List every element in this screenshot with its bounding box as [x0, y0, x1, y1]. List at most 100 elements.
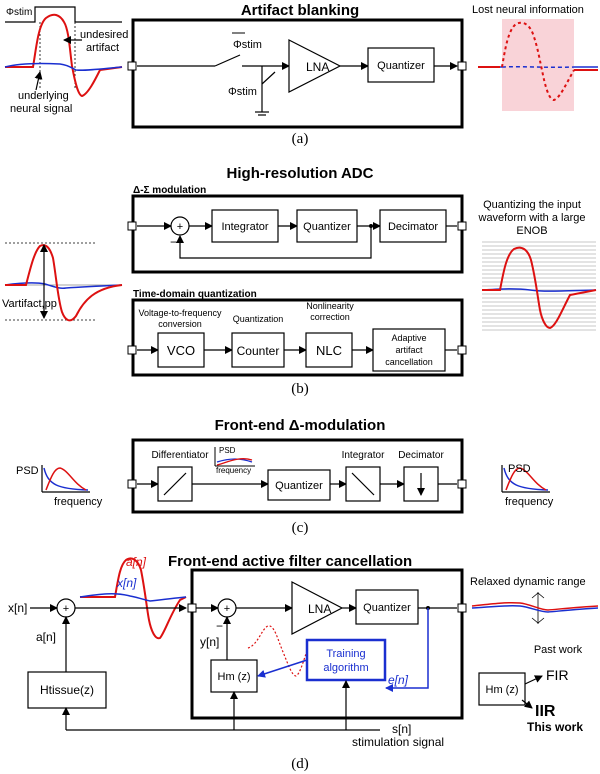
nlc-label: NLC: [316, 343, 342, 358]
time-domain-label: Time-domain quantization: [133, 289, 257, 300]
ds-output-port: [457, 221, 467, 231]
ds-quantizer-label: Quantizer: [303, 221, 351, 233]
v2f-label-2: conversion: [158, 319, 202, 329]
v-artifact-label: Vartifact,pp: [2, 298, 57, 310]
d-quantizer-label: Quantizer: [363, 602, 411, 614]
stimulation-signal-label: stimulation signal: [352, 735, 444, 749]
training-label-2: algorithm: [323, 662, 368, 674]
nonlin-label-2: correction: [310, 312, 350, 322]
iir-label: IIR: [535, 703, 556, 720]
caption-d: (d): [291, 756, 309, 772]
td-output-port: [457, 345, 467, 355]
c-quantizer-box: [267, 469, 331, 501]
y-n-label: y[n]: [200, 635, 219, 649]
quantization-levels: [482, 241, 596, 331]
ds-minus: −: [170, 235, 177, 249]
panel-c-box: [131, 438, 464, 514]
ds-quantizer-box: [296, 209, 358, 243]
artifact-amplitude-waveform: [4, 242, 123, 322]
nlc-box: [305, 332, 353, 368]
panel-b-title: High-resolution ADC: [227, 165, 374, 182]
neural-signal-label: neural signal: [10, 103, 72, 115]
panel-d-title: Front-end active filter cancellation: [168, 553, 412, 570]
quantizing-label-1: Quantizing the input: [483, 199, 581, 211]
c-decimator-label: Decimator: [398, 450, 444, 461]
delta-sigma-box: [131, 194, 464, 274]
adaptive-label-2: artifact: [395, 345, 423, 355]
quantizing-label-2: waveform with a large: [478, 212, 586, 224]
undesired-label: undesired: [80, 29, 128, 41]
h-m-label: Hm (z): [218, 671, 251, 683]
lna-triangle: [288, 39, 342, 93]
underlying-label: underlying: [18, 90, 69, 102]
d-quantizer-box: [355, 589, 419, 625]
this-work-label: This work: [527, 720, 583, 734]
error-feedback-line: [385, 608, 429, 692]
ds-input-port: [127, 221, 137, 231]
blanking-switch: [214, 54, 241, 67]
minus-sign: −: [216, 619, 223, 633]
ds-plus: +: [177, 221, 183, 233]
panel-d-box: [190, 568, 464, 720]
a-n-red-label: a[n]: [126, 555, 147, 569]
d-output-port: [457, 603, 467, 613]
s-n-label: s[n]: [392, 722, 411, 736]
psd-plot-left: [41, 465, 90, 493]
panel-c-title: Front-end Δ-modulation: [215, 417, 386, 434]
caption-c: (c): [292, 520, 309, 536]
psd-label-right: PSD: [508, 463, 531, 475]
differentiator-label: Differentiator: [151, 450, 209, 461]
nonlin-label-1: Nonlinearity: [306, 301, 354, 311]
panel-a-title: Artifact blanking: [241, 2, 359, 19]
c-quantizer-label: Quantizer: [275, 480, 323, 492]
h-tissue-label: Htissue(z): [40, 683, 94, 697]
lna-label: LNA: [306, 60, 329, 74]
c-output-port: [457, 479, 467, 489]
fir-label: FIR: [546, 667, 569, 683]
lost-info-label: Lost neural information: [472, 4, 584, 16]
e-n-label: e[n]: [388, 673, 409, 687]
td-input-port: [127, 345, 137, 355]
c-integrator-label: Integrator: [342, 450, 385, 461]
quantizer-box: [367, 47, 435, 83]
a-n-label: a[n]: [36, 630, 56, 644]
caption-b: (b): [291, 381, 309, 397]
caption-a: (a): [292, 131, 309, 147]
relaxed-range-label: Relaxed dynamic range: [470, 576, 586, 588]
past-work-label: Past work: [534, 644, 583, 656]
delta-sigma-label: Δ-Σ modulation: [133, 185, 206, 196]
h-m-right-label: Hm (z): [486, 684, 519, 696]
input-port: [127, 61, 137, 71]
blanked-region: [502, 19, 574, 111]
decimator-box: [379, 209, 447, 243]
d-lna-triangle: [291, 581, 344, 635]
integrator-box: [211, 209, 279, 243]
integrator-label: Integrator: [221, 221, 268, 233]
x-n-blue-label: x[n]: [116, 576, 137, 590]
c-input-port: [127, 479, 137, 489]
panel-d: Front-end active filter cancellation a[n…: [8, 553, 599, 772]
training-algorithm-box: [305, 638, 387, 682]
panel-c: Front-end Δ-modulation PSD frequency Dif…: [16, 417, 554, 536]
output-port: [457, 61, 467, 71]
training-label-1: Training: [326, 648, 365, 660]
vco-box: [157, 332, 205, 368]
h-m-right-box: [478, 672, 526, 706]
time-domain-box: [131, 298, 464, 377]
psd-label-inner: PSD: [219, 446, 236, 455]
adaptive-label-1: Adaptive: [391, 333, 426, 343]
psd-plot-right: [501, 465, 550, 493]
residual-artifact-dotted: [247, 625, 309, 677]
quantization-label: Quantization: [233, 314, 284, 324]
relaxed-waveform: [471, 592, 599, 624]
counter-label: Counter: [237, 344, 280, 358]
h-tissue-box: [27, 671, 107, 709]
phi-bar-label: Φstim: [233, 39, 262, 51]
panel-a: Φstim undesired artifact underlying neur…: [4, 2, 598, 147]
counter-box: [231, 332, 285, 368]
d-lna-label: LNA: [308, 602, 331, 616]
panel-a-box: [131, 18, 464, 129]
frequency-label-right: frequency: [505, 496, 554, 508]
phi-label: Φstim: [228, 86, 257, 98]
